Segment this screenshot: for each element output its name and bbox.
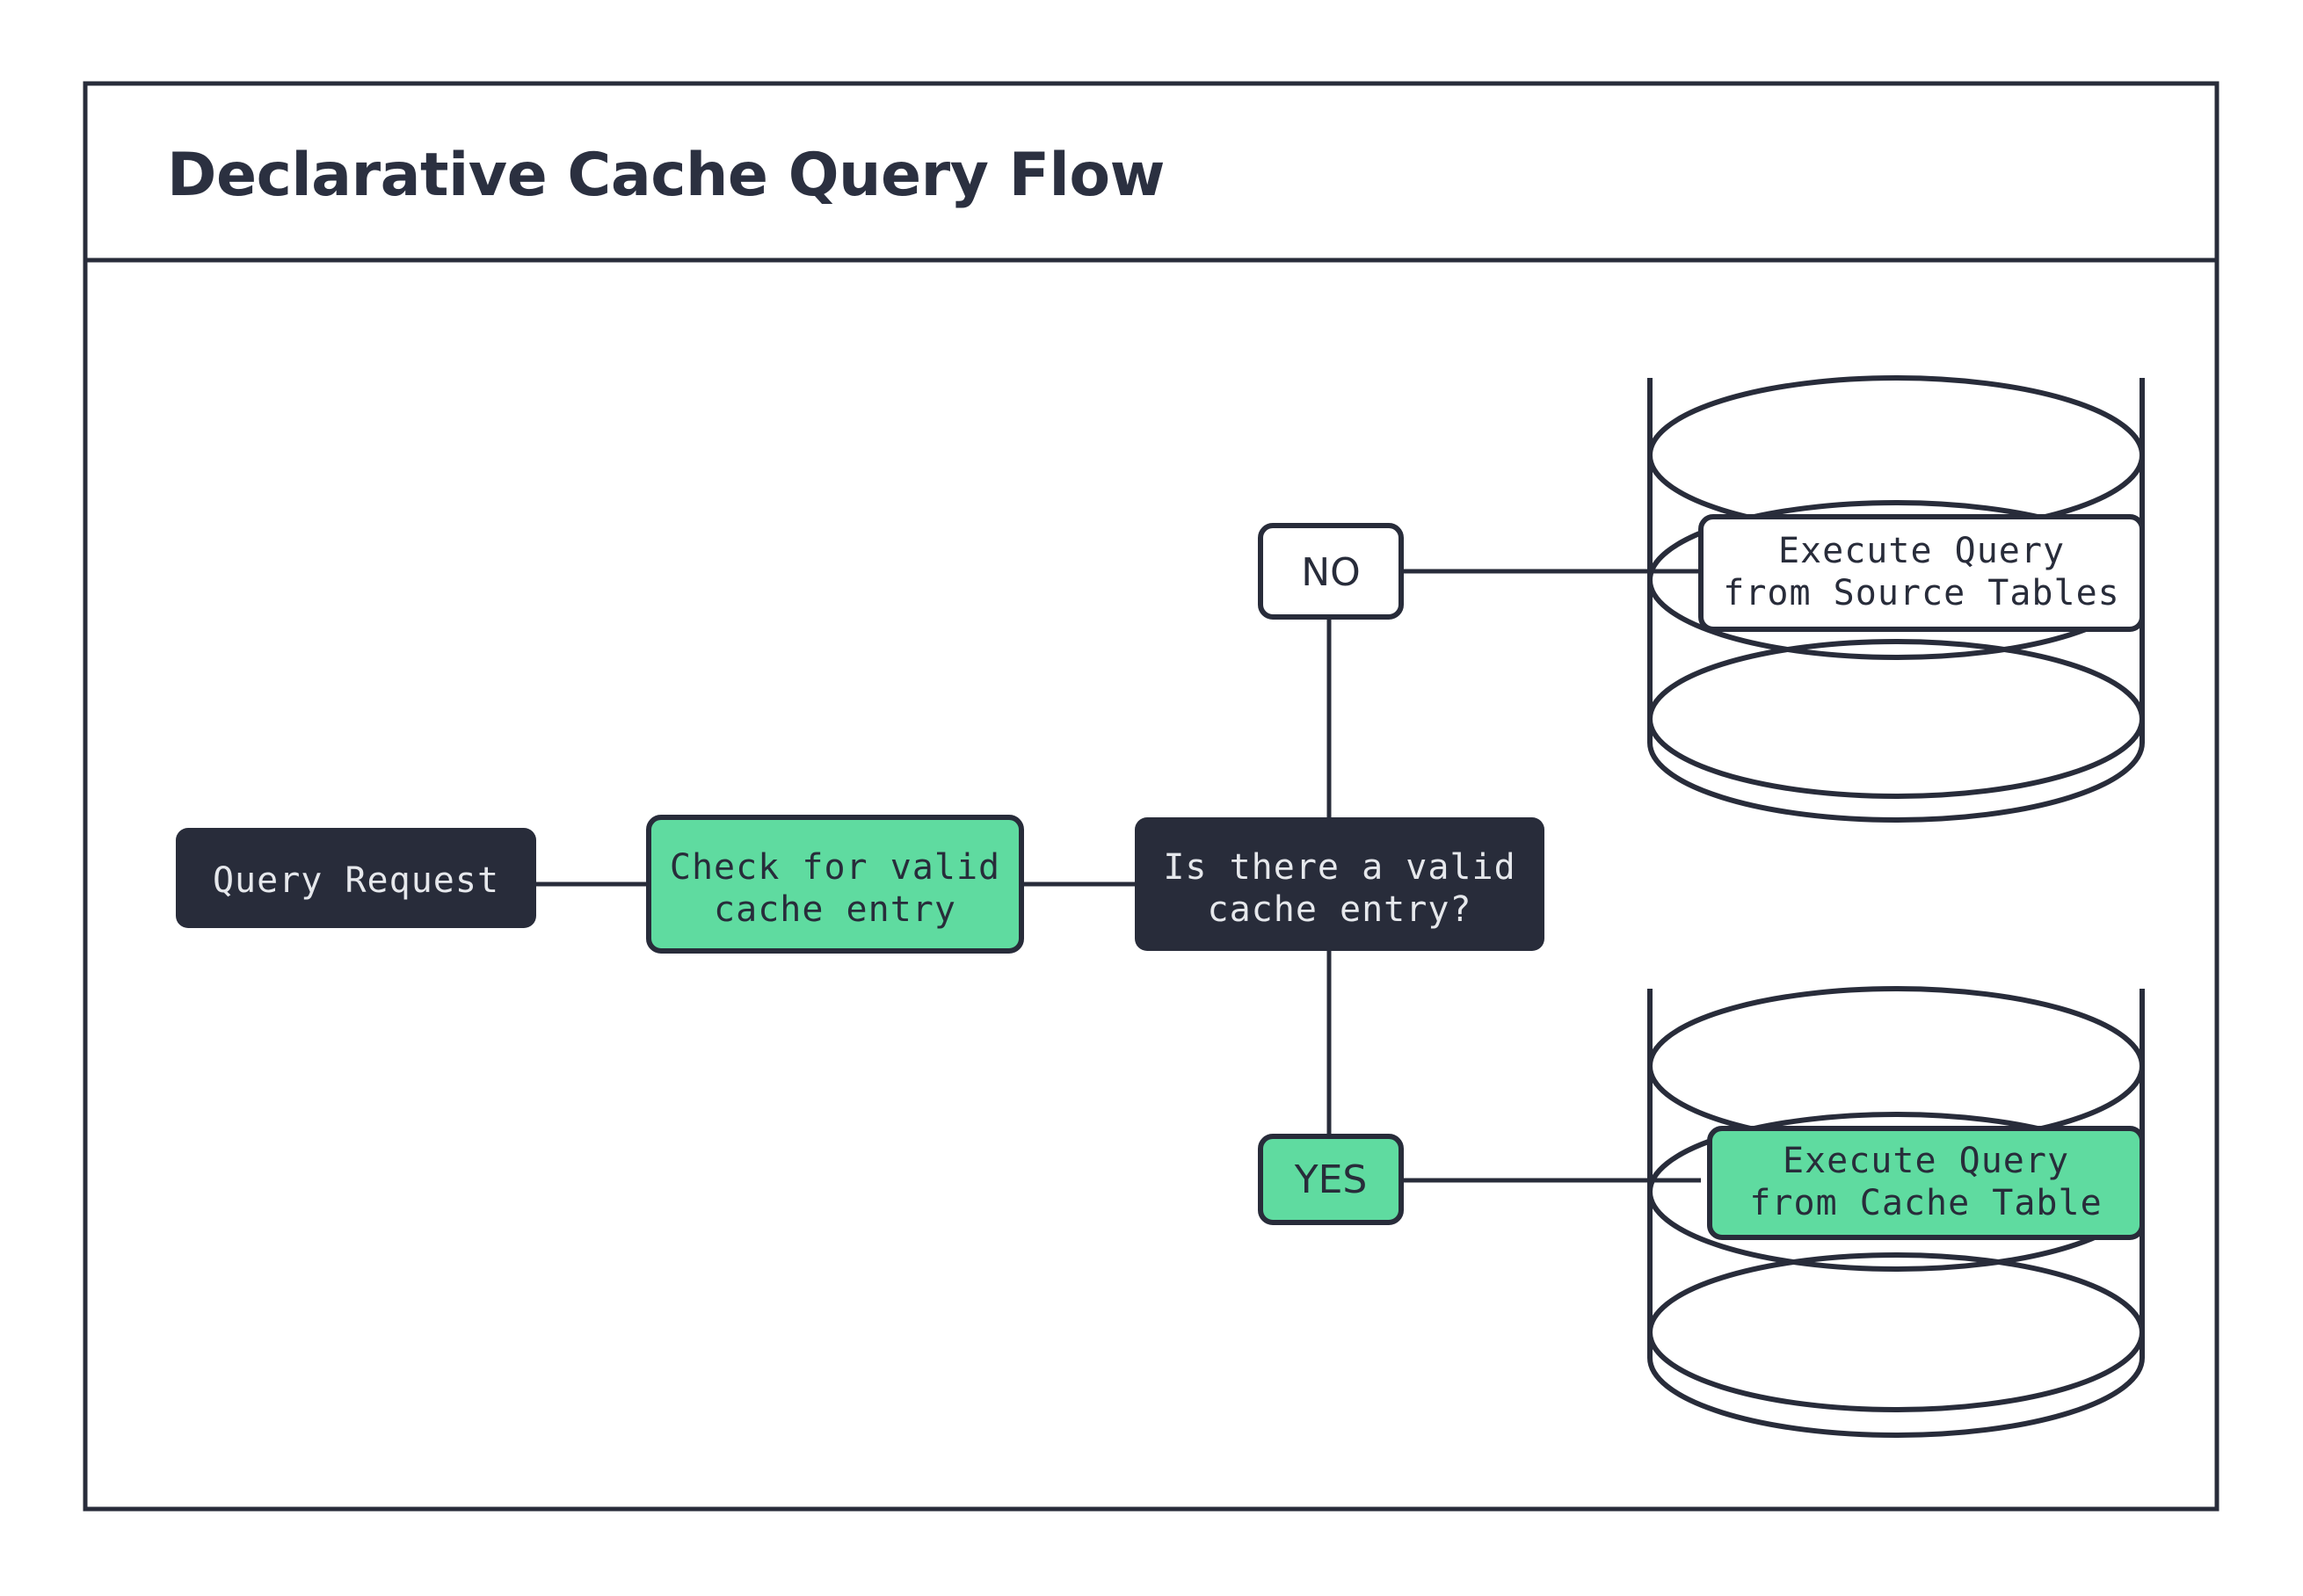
cache-db-label-line2: from Cache Table <box>1749 1183 2102 1223</box>
no-branch-box[interactable] <box>1258 523 1404 620</box>
decision-label-line2: cache entry? <box>1208 889 1472 930</box>
cache-database-cylinder: Execute Query from Cache Table <box>1647 986 2145 1438</box>
yes-branch-label: YES <box>1294 1157 1368 1202</box>
branch-label-yes[interactable]: YES <box>1258 1134 1404 1225</box>
source-db-label-box <box>1698 514 2145 632</box>
branch-label-no[interactable]: NO <box>1258 523 1404 620</box>
yes-branch-box[interactable] <box>1258 1134 1404 1225</box>
node-decision-valid-cache[interactable]: Is there a valid cache entry? <box>1135 817 1544 951</box>
check-cache-label-line1: Check for valid <box>670 847 1000 888</box>
check-cache-label-line2: cache entry <box>714 889 956 930</box>
check-cache-box[interactable] <box>646 815 1024 954</box>
decision-label-line1: Is there a valid <box>1163 847 1515 888</box>
page-title: Declarative Cache Query Flow <box>167 141 1165 210</box>
node-query-request[interactable]: Query Request <box>176 828 536 928</box>
query-request-box[interactable] <box>176 828 536 928</box>
source-db-label-line2: from Source Tables <box>1723 573 2119 613</box>
node-check-cache-entry[interactable]: Check for valid cache entry <box>646 815 1024 954</box>
cache-db-label-line1: Execute Query <box>1783 1141 2069 1181</box>
decision-box[interactable] <box>1135 817 1544 951</box>
no-branch-label: NO <box>1301 550 1361 595</box>
source-database-cylinder: Execute Query from Source Tables <box>1647 375 2145 823</box>
query-request-label: Query Request <box>213 860 499 901</box>
source-db-label-line1: Execute Query <box>1778 531 2065 571</box>
cache-db-label-box <box>1707 1126 2145 1240</box>
